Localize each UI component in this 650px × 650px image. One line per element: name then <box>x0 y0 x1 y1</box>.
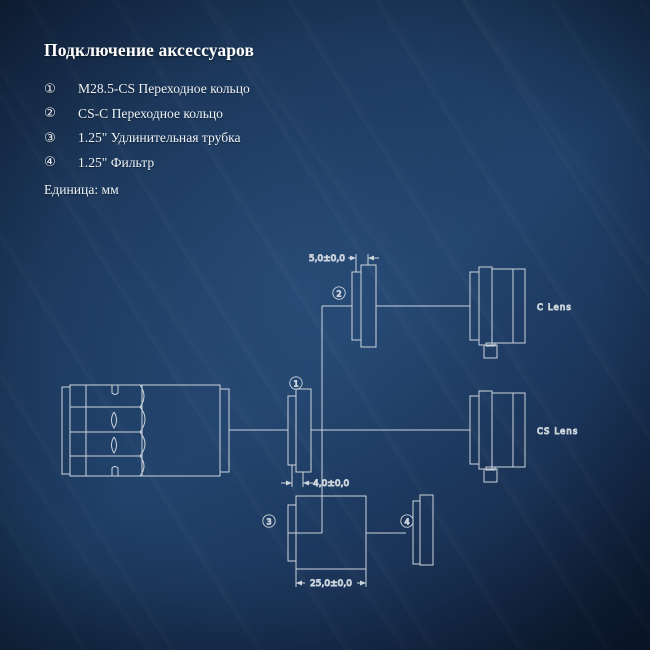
legend-marker-3-icon: ③ <box>44 130 56 146</box>
dimension-label-ring-m28-5-cs: 4,0±0,0 <box>313 479 349 489</box>
dimension-label-ring-cs-c: 5,0±0,0 <box>309 254 345 264</box>
marker-1-number: 1 <box>293 380 298 389</box>
c-lens <box>469 266 526 359</box>
marker-3-icon <box>262 514 276 528</box>
page-title: Подключение аксессуаров <box>44 40 254 60</box>
legend-label-3: 1.25" Удлинительная трубка <box>78 130 241 145</box>
camera-body <box>61 384 230 477</box>
connector-lines <box>229 305 470 534</box>
legend-item-2: ② CS-C Переходное кольцо <box>44 106 464 122</box>
ring-m28-5-cs <box>287 388 312 473</box>
legend-panel: Подключение аксессуаров ① M28.5-CS Перех… <box>44 40 464 198</box>
marker-4-number: 4 <box>404 517 409 526</box>
dimension-extension-tube <box>295 569 367 587</box>
marker-1-icon <box>289 376 303 390</box>
unit-note: Единица: мм <box>44 181 119 197</box>
c-lens-label: C Lens <box>537 303 572 313</box>
extension-tube <box>287 495 367 570</box>
legend-label-1: M28.5-CS Переходное кольцо <box>78 81 250 96</box>
dimension-ring-cs-c <box>348 254 379 272</box>
legend-marker-4-icon: ④ <box>44 155 56 170</box>
legend-label-2: CS-C Переходное кольцо <box>78 105 223 121</box>
marker-3-number: 3 <box>266 517 271 526</box>
marker-2-icon <box>332 286 346 300</box>
legend-marker-1-icon: ① <box>44 81 56 97</box>
dimension-ring-m28-5-cs <box>281 465 313 487</box>
legend-item-3: ③ 1.25" Удлинительная трубка <box>44 130 464 146</box>
ring-cs-c <box>351 264 377 348</box>
legend-item-4: ④ 1.25" Фильтр <box>44 155 464 171</box>
legend-item-1: ① M28.5-CS Переходное кольцо <box>44 81 464 97</box>
cs-lens-label: CS Lens <box>537 427 578 437</box>
marker-2-number: 2 <box>336 289 341 298</box>
marker-4-icon <box>400 514 414 528</box>
cs-lens <box>469 390 526 483</box>
legend-marker-2-icon: ② <box>44 106 56 121</box>
legend-label-4: 1.25" Фильтр <box>78 154 155 170</box>
dimension-label-extension-tube: 25,0±0,0 <box>310 579 352 589</box>
filter <box>412 494 434 566</box>
